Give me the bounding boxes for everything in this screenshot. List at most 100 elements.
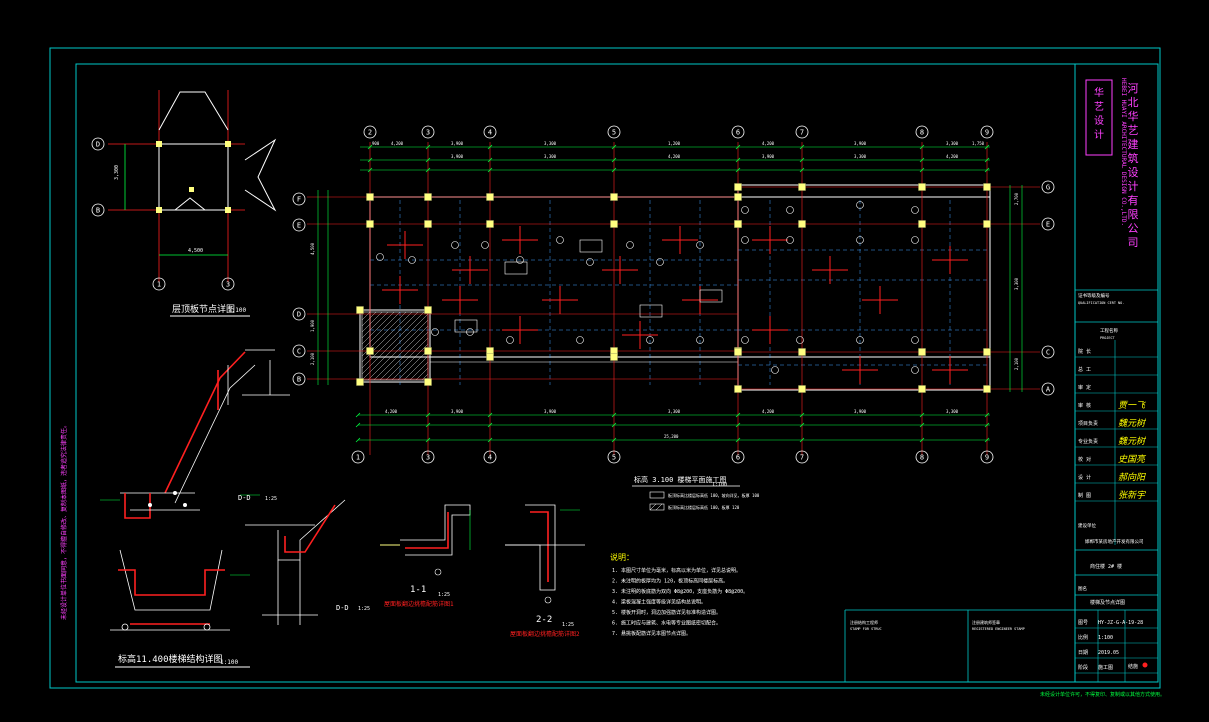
tb-bottom-value: 2019.05: [1098, 650, 1119, 656]
dimension-tick: [425, 157, 431, 163]
axis-bubble-top-circle: [915, 125, 929, 139]
dim-label: 3,900: [854, 409, 867, 414]
dimension-tick: [487, 412, 493, 418]
company-char: 筑: [1128, 151, 1139, 165]
slab-tag: [576, 336, 584, 344]
hatch-line: [373, 325, 428, 380]
slab-tag: [911, 336, 919, 344]
inner-frame: [75, 63, 1159, 683]
section-dd-middle: [230, 499, 346, 625]
axis-bubble-left-circle: [292, 344, 306, 358]
axis-bubble-bottom: 9: [985, 454, 989, 462]
slab-tag: [786, 206, 794, 214]
slab-tag: [911, 236, 919, 244]
axis-bubble-bottom: 5: [612, 454, 616, 462]
dimension-tick: [984, 422, 990, 428]
detail-top-title: 层顶板节点详图: [172, 303, 235, 315]
slab-tag: [741, 236, 749, 244]
dimension-tick: [425, 144, 431, 150]
section-2-title: 2-2: [536, 615, 552, 625]
dim-total-label: 25,200: [664, 434, 679, 439]
axis-bubble-bottom-circle: [351, 450, 365, 464]
cert-en: QUALIFICATION CERT NO.: [1078, 301, 1124, 305]
tb-row-signature: 史国亮: [1118, 454, 1147, 465]
axis-bubble-bottom: 8: [920, 454, 924, 462]
company-char: 公: [1128, 222, 1139, 235]
dimension-tick: [799, 144, 805, 150]
client-label: 建设单位: [1078, 522, 1096, 529]
axis-bubble-bottom: 7: [800, 454, 804, 462]
hatch-line: [362, 312, 401, 351]
detail-axis-number: 1: [157, 281, 161, 289]
note-line: 2. 未注明的板厚均为 120，板顶标高同楼层标高。: [612, 578, 728, 585]
dimension-tick: [367, 144, 373, 150]
detail-axis-letter: B: [96, 207, 100, 215]
axis-bubble-right: C: [1046, 349, 1050, 357]
hatch-line: [385, 337, 428, 380]
company-char: 河: [1128, 82, 1139, 95]
dimension-tick: [355, 412, 361, 418]
tb-bottom-value: 施工图: [1098, 664, 1113, 671]
dimension-tick: [919, 437, 925, 443]
slab-tag: [796, 336, 804, 344]
company-char: 艺: [1128, 124, 1139, 137]
axis-bubble-top: 6: [736, 129, 740, 137]
hatch-line: [362, 312, 413, 363]
section-b-scale: 1:25: [358, 606, 370, 612]
axis-bubble-bottom: 6: [736, 454, 740, 462]
dim-label: 3,300: [1014, 277, 1019, 290]
slab-tag: [696, 336, 704, 344]
logo-char: 计: [1094, 128, 1104, 141]
logo-char: 艺: [1094, 101, 1104, 113]
structural-column: [983, 183, 991, 191]
main-plan-scale: 1:100: [220, 659, 238, 666]
axis-bubble-bottom: 4: [488, 454, 492, 462]
dim-label: 2,100: [310, 352, 315, 365]
dim-label: 1,750: [972, 141, 985, 146]
slab-note-box: [699, 289, 723, 303]
hatch-line: [427, 379, 428, 380]
axis-bubble-bottom: 3: [426, 454, 430, 462]
detail-axis-letter: D: [96, 141, 100, 149]
slab-note-box: [454, 319, 478, 333]
detail-bubble-circle: [152, 277, 166, 291]
tb-row-label: 总 工: [1078, 366, 1091, 373]
dimension-tick: [984, 437, 990, 443]
structural-column: [356, 378, 364, 386]
axis-bubble-left-circle: [292, 192, 306, 206]
dimension-tick: [487, 144, 493, 150]
stamp-1-en: STAMP FOR STRUC: [850, 627, 882, 631]
dimension-tick: [487, 422, 493, 428]
tb-row-signature: 魏元树: [1118, 418, 1147, 429]
slab-tag: [911, 366, 919, 374]
dim-label: 1,200: [668, 141, 681, 146]
tb-row-label: 设 计: [1078, 474, 1091, 481]
note-line: 1. 本图尺寸单位为毫米，标高以米为单位，详见总说明。: [612, 567, 741, 574]
section-a-title: D-D: [238, 494, 251, 502]
axis-bubble-right: E: [1046, 221, 1050, 229]
detail-bubble-circle: [221, 277, 235, 291]
structural-column: [734, 220, 742, 228]
side-note: 未经设计单位书面同意，不得擅自修改、复制本图纸，违者追究法律责任。: [60, 422, 68, 620]
dimension-tick: [919, 144, 925, 150]
structural-column: [734, 193, 742, 201]
axis-bubble-top-circle: [421, 125, 435, 139]
dim-label: 3,300: [544, 141, 557, 146]
hatch-line: [362, 312, 419, 369]
axis-bubble-right: G: [1046, 184, 1050, 192]
hatch-line: [421, 373, 428, 380]
axis-bubble-left: D: [297, 311, 301, 319]
dim-label: 3,900: [451, 154, 464, 159]
axis-bubble-top: 5: [612, 129, 616, 137]
axis-bubble-bottom-circle: [421, 450, 435, 464]
dim-label: 4,200: [391, 141, 404, 146]
company-logo: [1085, 79, 1113, 156]
section-2-2: [505, 504, 585, 604]
dimension-tick: [984, 157, 990, 163]
company-en: HEBEI HUAYI ARCHITECTURAL DESIGN CO.,LTD…: [1120, 78, 1127, 226]
hatch-line: [362, 312, 377, 327]
dimension-tick: [355, 422, 361, 428]
axis-bubble-left-circle: [292, 372, 306, 386]
slab-tag: [586, 258, 594, 266]
